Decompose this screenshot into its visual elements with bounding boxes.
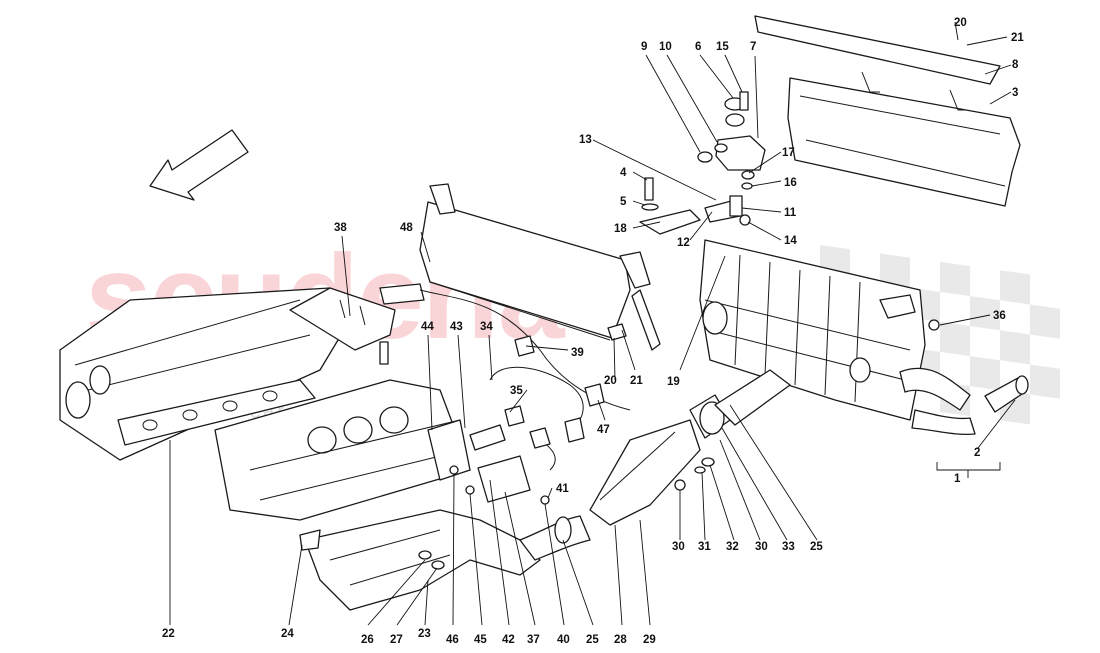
callout-36: 36 [993, 310, 1006, 322]
exhaust-manifold [299, 509, 541, 611]
callout-26: 26 [361, 634, 374, 646]
direction-arrow-icon [149, 129, 249, 201]
callout-23: 23 [418, 628, 431, 640]
callout-21-top: 21 [1011, 32, 1024, 44]
callout-8: 8 [1012, 59, 1019, 71]
callout-7: 7 [750, 41, 756, 53]
callout-33: 33 [782, 541, 795, 553]
callout-29: 29 [643, 634, 656, 646]
callout-11: 11 [784, 207, 797, 219]
control-module-plates [427, 419, 550, 505]
exhaust-mount-bracket [697, 91, 766, 171]
callout-48: 48 [400, 222, 413, 234]
callout-1: 1 [954, 473, 961, 485]
callout-21-mid: 21 [630, 375, 643, 387]
callout-43: 43 [450, 321, 463, 333]
callout-42: 42 [502, 634, 515, 646]
callout-30-right: 30 [755, 541, 768, 553]
callout-35: 35 [510, 385, 523, 397]
callout-18: 18 [614, 223, 627, 235]
callout-39: 39 [571, 347, 584, 359]
callout-30-left: 30 [672, 541, 685, 553]
lambda-sensors-and-wiring [419, 289, 631, 471]
callout-labels: 1 2 3 4 5 6 7 8 9 10 11 12 13 14 15 16 1… [162, 17, 1024, 646]
callout-22: 22 [162, 628, 175, 640]
callout-25-right: 25 [810, 541, 823, 553]
callout-15: 15 [716, 41, 729, 53]
callout-40: 40 [557, 634, 570, 646]
rear-heat-shield [754, 15, 1021, 207]
callout-20-mid: 20 [604, 375, 617, 387]
tailpipes [899, 319, 1029, 436]
callout-38: 38 [334, 222, 347, 234]
callout-47: 47 [597, 424, 610, 436]
sensor-bracket [289, 283, 425, 365]
callout-46: 46 [446, 634, 459, 646]
callout-19: 19 [667, 376, 680, 388]
callout-44: 44 [421, 321, 434, 333]
callout-17: 17 [782, 147, 795, 159]
callout-25-bottom: 25 [586, 634, 599, 646]
callout-16: 16 [784, 177, 797, 189]
rear-silencer [699, 239, 926, 421]
callout-13: 13 [579, 134, 592, 146]
support-bracket [639, 170, 755, 235]
center-heat-shield [419, 183, 661, 351]
callout-14: 14 [784, 235, 797, 247]
callout-6: 6 [695, 41, 701, 53]
callout-12: 12 [677, 237, 690, 249]
callout-32: 32 [726, 541, 739, 553]
callout-9: 9 [641, 41, 647, 53]
callout-24: 24 [281, 628, 294, 640]
callout-10: 10 [659, 41, 672, 53]
engine-cylinder-head-right [214, 379, 471, 521]
callout-27: 27 [390, 634, 403, 646]
callout-37: 37 [527, 634, 540, 646]
callout-34: 34 [480, 321, 493, 333]
callout-45: 45 [474, 634, 487, 646]
catalytic-converter [519, 369, 791, 561]
callout-28: 28 [614, 634, 627, 646]
callout-leaders [169, 21, 1016, 626]
callout-4: 4 [620, 167, 627, 179]
callout-20-top: 20 [954, 17, 967, 29]
callout-41: 41 [556, 483, 569, 495]
callout-31: 31 [698, 541, 711, 553]
callout-5: 5 [620, 196, 627, 208]
engine-cylinder-head-left [59, 287, 351, 461]
callout-2: 2 [974, 447, 980, 459]
callout-3: 3 [1012, 87, 1018, 99]
